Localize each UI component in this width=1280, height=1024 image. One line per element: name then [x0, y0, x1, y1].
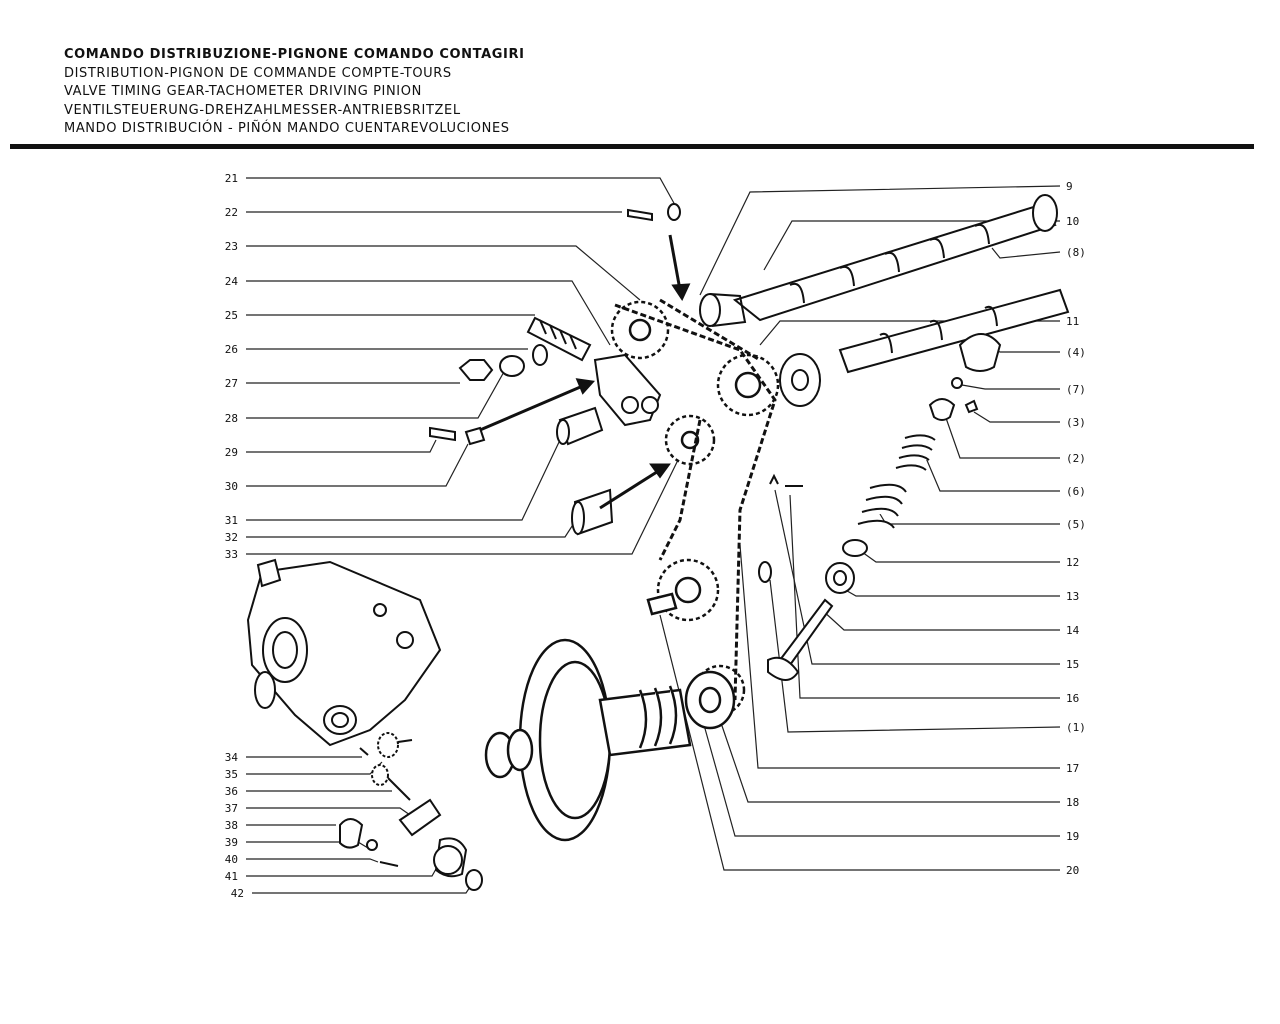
- callout-number: 39: [225, 836, 238, 849]
- callout-number: (5): [1066, 518, 1086, 531]
- callout-number: (3): [1066, 416, 1086, 429]
- leader-line: [925, 457, 1060, 492]
- callout-number: (7): [1066, 383, 1086, 396]
- callout-number: 16: [1066, 692, 1079, 705]
- callout-number: 25: [225, 309, 238, 322]
- leader-line: [861, 551, 1060, 563]
- callout-number: 36: [225, 785, 238, 798]
- callout-number: 35: [225, 768, 238, 781]
- upper-camshaft-drawing: [699, 194, 1058, 327]
- leader-line: [789, 494, 1060, 699]
- callout-layer: 21 22 23 24 25 26 27 28 29 30 31 32 33 34 35 36 37 38 39 40…: [225, 172, 1086, 900]
- title-french: DISTRIBUTION-PIGNON DE COMMANDE COMPTE-T…: [64, 65, 452, 81]
- leader-line: [246, 443, 469, 487]
- title-block: COMANDO DISTRIBUZIONE-PIGNONE COMANDO CO…: [64, 46, 764, 139]
- callout-number: 17: [1066, 762, 1079, 775]
- lower-camshaft-drawing: [779, 288, 1070, 407]
- title-german: VENTILSTEUERUNG-DREHZAHLMESSER-ANTRIEBSR…: [64, 102, 461, 118]
- leader-line: [739, 544, 1060, 769]
- callout-number: (1): [1066, 721, 1086, 734]
- leader-line: [719, 719, 1060, 803]
- title-spanish: MANDO DISTRIBUCIÓN - PIÑÓN MANDO CUENTAR…: [64, 121, 510, 136]
- callout-number: 23: [225, 240, 238, 253]
- callout-number: 11: [1066, 315, 1079, 328]
- callout-number: 42: [231, 887, 244, 900]
- leader-line: [246, 439, 561, 521]
- leader-line: [659, 614, 1060, 871]
- header-divider: [10, 144, 1254, 149]
- callout-number: 15: [1066, 658, 1079, 671]
- leader-line: [246, 459, 679, 555]
- leader-line: [763, 220, 1060, 271]
- leader-line: [703, 724, 1060, 837]
- leader-line: [246, 519, 577, 538]
- leader-line: [246, 761, 383, 775]
- timing-sprockets-drawing: [610, 298, 780, 716]
- callout-number: 19: [1066, 830, 1079, 843]
- leader-line: [991, 247, 1061, 259]
- callout-number: 26: [225, 343, 238, 356]
- leader-line: [246, 807, 411, 816]
- callout-number: 33: [225, 548, 238, 561]
- callout-number: 31: [225, 514, 238, 527]
- leader-line: [841, 587, 1060, 597]
- callout-number: 41: [225, 870, 238, 883]
- title-italian: COMANDO DISTRIBUZIONE-PIGNONE COMANDO CO…: [64, 47, 525, 62]
- chain-tensioner-drawing: [429, 203, 681, 536]
- leader-line: [961, 384, 1060, 390]
- leader-line: [252, 883, 473, 894]
- leader-line: [821, 609, 1060, 631]
- leader-line: [945, 417, 1060, 459]
- leader-line: [769, 579, 1061, 733]
- callout-number: 10: [1066, 215, 1079, 228]
- crankshaft-pulley-drawing: [484, 592, 736, 842]
- leader-line: [246, 245, 641, 301]
- callout-number: 28: [225, 412, 238, 425]
- leader-line: [699, 185, 1061, 296]
- callout-number: (8): [1066, 246, 1086, 259]
- callout-number: 32: [225, 531, 238, 544]
- tachometer-pinion-drawing: [339, 732, 483, 891]
- leader-line: [246, 369, 506, 419]
- leader-line: [879, 513, 1060, 525]
- callout-number: (6): [1066, 485, 1086, 498]
- pump-housing-drawing: [246, 558, 442, 747]
- callout-number: 12: [1066, 556, 1079, 569]
- callout-number: (4): [1066, 346, 1086, 359]
- callout-number: 9: [1066, 180, 1073, 193]
- callout-number: 22: [225, 206, 238, 219]
- callout-number: 38: [225, 819, 238, 832]
- callout-number: 21: [225, 172, 238, 185]
- callout-number: 40: [225, 853, 238, 866]
- callout-number: 24: [225, 275, 239, 288]
- assembly-arrows: [479, 234, 691, 510]
- leader-line: [774, 489, 1060, 665]
- leader-line: [246, 280, 611, 346]
- callout-number: 18: [1066, 796, 1079, 809]
- callout-number: 27: [225, 377, 238, 390]
- leader-line: [246, 439, 437, 453]
- callout-number: 14: [1066, 624, 1080, 637]
- callout-number: 30: [225, 480, 238, 493]
- leader-line: [991, 347, 1060, 353]
- callout-number: 13: [1066, 590, 1079, 603]
- callout-number: 37: [225, 802, 238, 815]
- callout-number: (2): [1066, 452, 1086, 465]
- callout-number: 34: [225, 751, 239, 764]
- callout-number: 20: [1066, 864, 1079, 877]
- valve-assembly-drawing: [758, 333, 1002, 681]
- callout-number: 29: [225, 446, 238, 459]
- leader-line: [973, 411, 1060, 423]
- leader-line: [246, 177, 676, 206]
- leader-line: [246, 858, 379, 863]
- leader-line: [246, 861, 441, 877]
- title-english: VALVE TIMING GEAR-TACHOMETER DRIVING PIN…: [64, 84, 422, 99]
